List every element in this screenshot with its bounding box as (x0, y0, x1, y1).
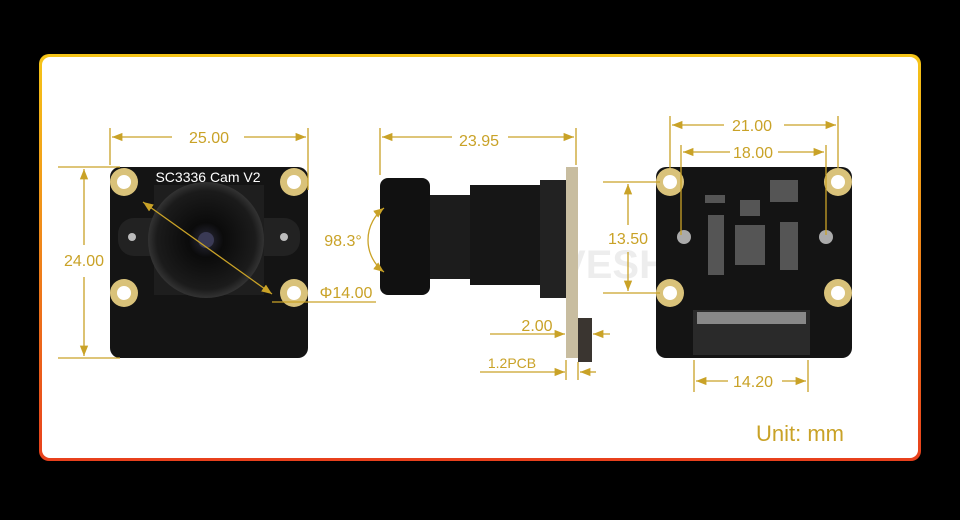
screw-icon (280, 233, 288, 241)
front-view: SC3336 Cam V2 (110, 167, 308, 358)
pcb-thickness-label: 1.2PCB (488, 355, 536, 371)
unit-label: Unit: mm (756, 421, 844, 446)
front-dimensions (58, 128, 376, 359)
side-view (380, 167, 592, 362)
screw-icon (819, 230, 833, 244)
outer-hole-spacing-label: 21.00 (732, 118, 772, 135)
lens-diameter-label: Φ14.00 (320, 285, 373, 302)
screw-icon (677, 230, 691, 244)
inner-hole-spacing-label: 18.00 (733, 145, 773, 162)
screw-icon (128, 233, 136, 241)
connector-offset-label: 2.00 (521, 318, 552, 335)
connector-width-label: 14.20 (733, 374, 773, 391)
side-length-label: 23.95 (459, 133, 499, 150)
back-view (656, 167, 852, 358)
side-dimensions (367, 128, 610, 380)
side-pcb (566, 167, 578, 358)
back-dimensions (603, 116, 839, 392)
fov-label: 98.3° (324, 233, 362, 250)
vertical-hole-spacing-label: 13.50 (608, 231, 648, 248)
lens-barrel (380, 178, 430, 295)
front-height-label: 24.00 (64, 253, 104, 270)
board-label: SC3336 Cam V2 (155, 169, 260, 185)
front-width-label: 25.00 (189, 130, 229, 147)
side-connector (578, 318, 592, 362)
